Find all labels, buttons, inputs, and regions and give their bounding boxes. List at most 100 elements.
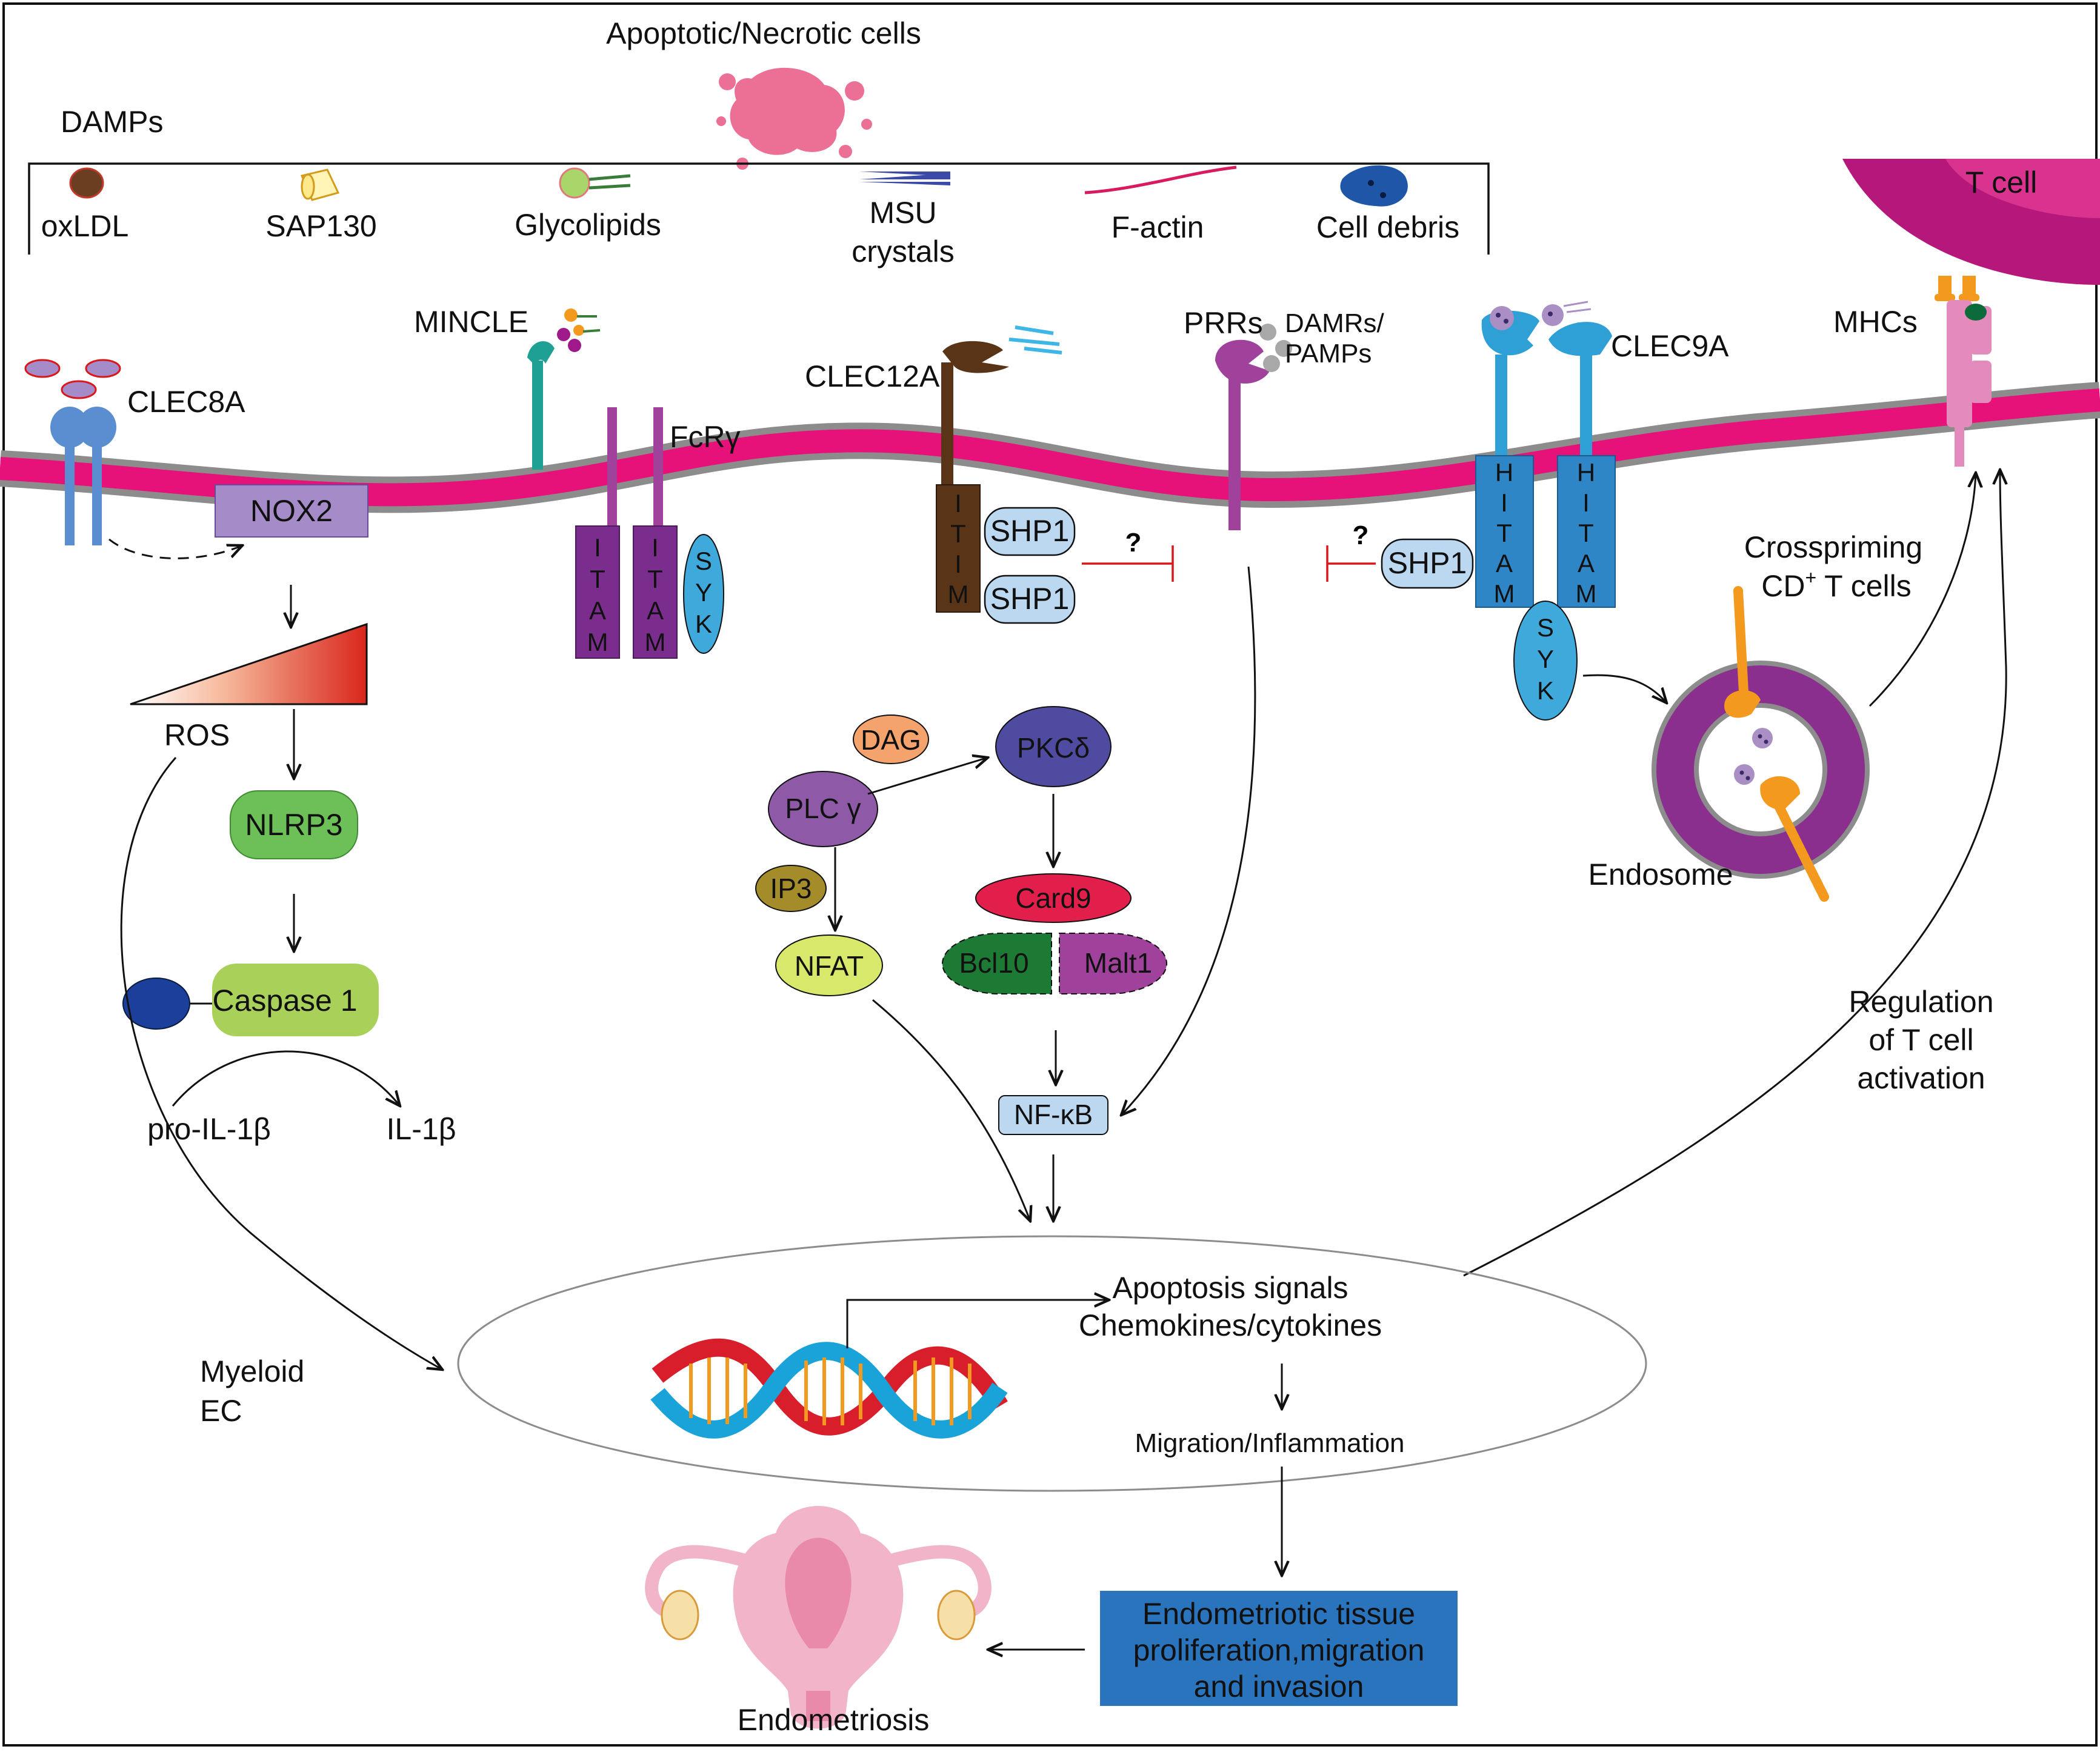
clec8a-to-nox2-arrow (108, 538, 242, 559)
hitam2-letter-i: I (1582, 488, 1590, 517)
dna-icon (650, 1338, 1008, 1439)
hitam1-letter-t: T (1496, 519, 1512, 547)
ip3-node (755, 865, 827, 912)
endometriosis-label: Endometriosis (738, 1703, 930, 1737)
nfat-node (775, 934, 883, 996)
apoptosis-signals-label: Apoptosis signals (1112, 1271, 1348, 1305)
myeloid-label: Myeloid (200, 1354, 304, 1388)
regulation-label-2: of T cell (1868, 1023, 1973, 1057)
syk2-letter-s: S (1537, 613, 1554, 642)
fcrg-label: FcRγ (670, 420, 741, 454)
crosspriming-label-2: CD+ T cells (1761, 567, 1911, 603)
hitam1-letter-m: M (1494, 579, 1515, 608)
shp1-inhibition-clec9a (1326, 545, 1376, 582)
il1b-label: IL-1β (387, 1112, 456, 1146)
shp1-label-3: SHP1 (1388, 546, 1467, 580)
clec12a-label: CLEC12A (805, 359, 940, 393)
migration-label: Migration/Inflammation (1135, 1428, 1404, 1458)
hitam2-letter-t: T (1578, 519, 1594, 547)
damp-label-glycolipids: Glycolipids (515, 208, 661, 242)
regulation-label-1: Regulation (1848, 985, 1993, 1019)
hitam2-letter-m: M (1576, 579, 1597, 608)
clec8a-receptor (24, 359, 121, 545)
damrs-label-1: DAMRs/ (1285, 308, 1385, 338)
itam2-letter-t: T (647, 565, 663, 593)
clec8a-label: CLEC8A (127, 385, 245, 419)
nfkb-node (998, 1095, 1108, 1135)
crosspriming-sup: + (1805, 567, 1816, 588)
prrs-label: PRRs (1184, 306, 1263, 340)
bcl10-label: Bcl10 (959, 947, 1028, 979)
nox2-label: NOX2 (250, 494, 333, 528)
itam1-letter-m: M (587, 628, 608, 656)
malt1-label: Malt1 (1084, 947, 1152, 979)
nucleus-ellipse (457, 1235, 1647, 1492)
ros-to-nucleus-arrow (120, 757, 442, 1370)
uterus-icon (645, 1506, 992, 1729)
nucleus-to-mhc-arrow (1463, 470, 2006, 1277)
mincle-label: MINCLE (414, 305, 528, 339)
nfkb-label: NF-κB (1014, 1099, 1093, 1130)
itam2-letter-i: I (652, 533, 659, 562)
mhcs-label: MHCs (1833, 305, 1918, 339)
syk1-letter-s: S (695, 547, 712, 575)
endosome-to-mhc-arrow (1868, 473, 1976, 707)
nlrp3-node (230, 790, 358, 859)
nfat-label: NFAT (795, 950, 864, 982)
question-mark-1: ? (1125, 528, 1142, 558)
bcl10-node (942, 933, 1052, 994)
caspase1-node (212, 964, 379, 1036)
nfat-to-nucleus-arrow (872, 999, 1030, 1221)
endo-box-line-3: and invasion (1194, 1670, 1364, 1704)
endosome (1652, 586, 1870, 902)
apoptotic-cells-title: Apoptotic/Necrotic cells (606, 16, 921, 50)
caspase1-partner-icon (122, 978, 190, 1030)
pro-il1b-label: pro-IL-1β (147, 1112, 271, 1146)
ros-label: ROS (164, 718, 230, 752)
shp1-node-3 (1381, 538, 1474, 589)
shp1-node-1 (984, 507, 1076, 556)
damp-label-cell-debris: Cell debris (1316, 210, 1459, 244)
damp-label-msu-1: MSU (869, 196, 936, 230)
itim-letter-m: M (948, 580, 969, 608)
chemokines-label: Chemokines/cytokines (1079, 1308, 1382, 1342)
ros-gradient-icon (130, 622, 368, 705)
ip3-label: IP3 (770, 873, 812, 904)
shp1-inhibition-prr (1082, 545, 1174, 582)
damrs-label-2: PAMPs (1285, 339, 1372, 368)
shp1-label-2: SHP1 (990, 582, 1070, 616)
pkcd-node (995, 706, 1112, 787)
plcg-to-pkcd-arrow (867, 758, 988, 795)
damp-label-f-actin: F-actin (1112, 210, 1204, 244)
syk2-letter-y: Y (1537, 645, 1554, 673)
tcr-icon (1935, 276, 1979, 301)
hitam1-letter-a: A (1496, 549, 1513, 578)
itam1-letter-t: T (590, 565, 605, 593)
ec-label: EC (200, 1394, 242, 1428)
t-cell: T cell (1842, 159, 2100, 285)
shp1-node-2 (984, 575, 1076, 624)
t-cell-label: T cell (1965, 165, 2038, 199)
plcg-label: PLC γ (785, 793, 861, 824)
crosspriming-label-1: Crosspriming (1744, 530, 1923, 564)
hitam1-letter-i: I (1501, 488, 1508, 517)
prr-receptor (1215, 324, 1292, 530)
hitam2-letter-h: H (1577, 458, 1595, 487)
dag-label: DAG (861, 724, 921, 756)
card9-label: Card9 (1015, 882, 1091, 914)
crosspriming-cd: CD (1761, 569, 1805, 603)
pkcd-label: PKCδ (1017, 732, 1090, 764)
syk-to-endosome-arrow (1582, 674, 1667, 703)
damp-label-sap130: SAP130 (265, 209, 376, 243)
damps-label: DAMPs (61, 105, 163, 139)
plcg-node (768, 771, 878, 847)
itim-letter-i1: I (955, 489, 962, 518)
apoptotic-cell-icon (716, 67, 872, 170)
itam1-letter-a: A (589, 596, 606, 625)
endo-box-line-2: proliferation,migration (1133, 1633, 1425, 1667)
malt1-node (1059, 933, 1167, 994)
hitam2-letter-a: A (1578, 549, 1595, 578)
fcrg-itam-chain-1 (575, 407, 620, 659)
mhc-receptor (1947, 300, 1992, 467)
